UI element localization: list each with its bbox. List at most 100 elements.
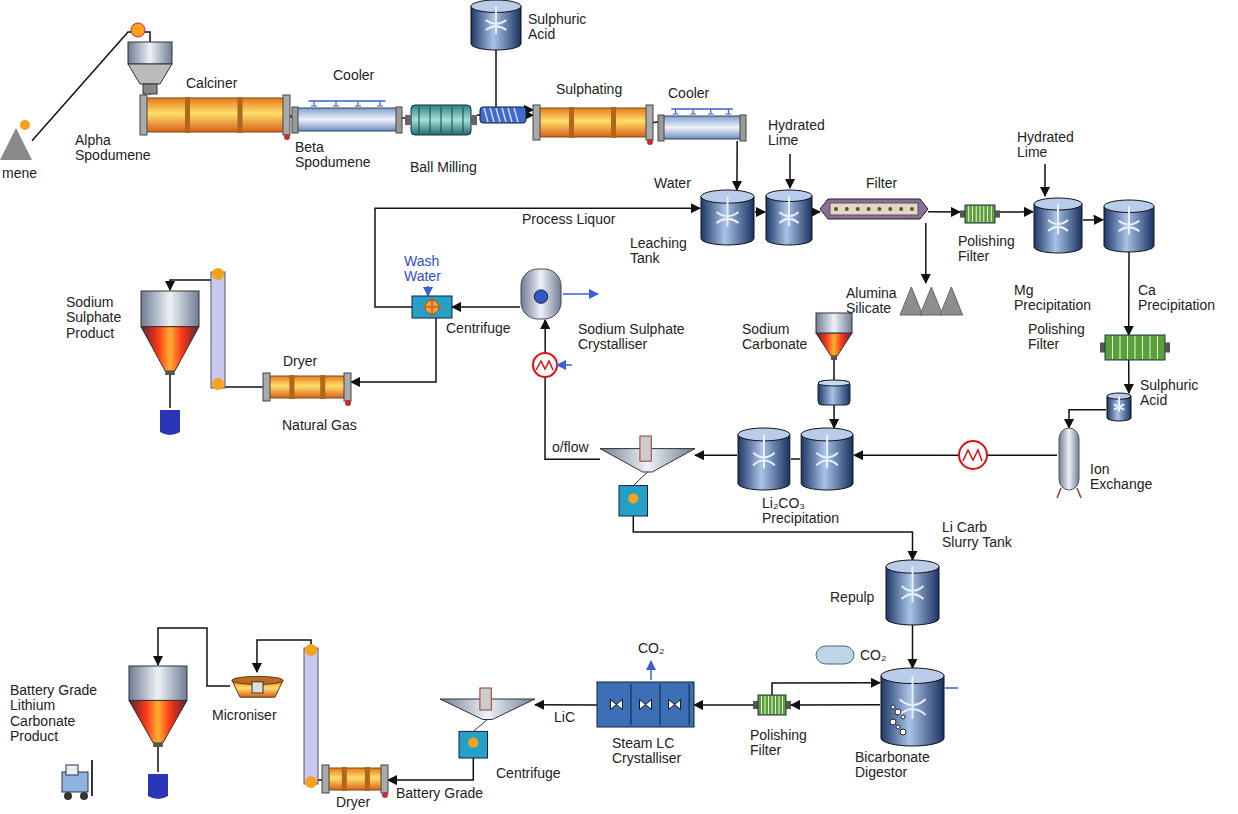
- equipment-icon: [533, 105, 653, 140]
- drawing-part: [533, 353, 557, 377]
- process-flow-line: [772, 683, 880, 695]
- drawing-part: [148, 774, 168, 799]
- equipment-label: Battery Grade Lithium Carbonate Product: [10, 683, 110, 745]
- process-flow-line: [813, 211, 820, 213]
- drawing-part: [738, 434, 790, 490]
- drawing-part: [753, 701, 758, 709]
- drawing-part: [965, 205, 995, 223]
- drawing-part: [779, 196, 798, 226]
- drawing-part: [212, 378, 224, 390]
- equipment-node: Alumina Silicate: [900, 283, 968, 315]
- drawing-part: [1135, 336, 1136, 359]
- drawing-part: [610, 700, 622, 710]
- drawing-part: [662, 116, 742, 139]
- equipment-label: Repulp: [830, 590, 880, 605]
- drawing-part: [0, 128, 32, 160]
- drawing-part: [708, 109, 714, 114]
- feed-arrow: [789, 154, 791, 188]
- drawing-part: [165, 371, 175, 375]
- drawing-part: [640, 436, 651, 461]
- drawing-part: [963, 450, 982, 461]
- equipment-node: DryerNatural Gas: [263, 373, 351, 401]
- drawing-part: [355, 101, 361, 106]
- equipment-icon: [597, 682, 694, 727]
- drawing-part: [263, 373, 270, 401]
- wash-arrow: [427, 286, 429, 296]
- drawing-part: [411, 105, 471, 135]
- drawing-part: [816, 646, 854, 664]
- equipment-node: Sulphuric Acid: [470, 0, 522, 50]
- equipment-node: Polishing Filter: [1100, 335, 1170, 360]
- drawing-part: [486, 6, 507, 33]
- process-flow-line: [912, 625, 914, 668]
- drawing-part: [660, 684, 661, 725]
- equipment-icon: [322, 765, 388, 793]
- equipment-icon: [263, 373, 351, 401]
- drawing-part: [484, 108, 518, 122]
- equipment-node: Ca Precipitation: [1103, 200, 1155, 252]
- equipment-label: Sodium Sulphate Product: [66, 295, 138, 341]
- process-flow-line: [695, 454, 737, 456]
- equipment-label: Calciner: [186, 76, 256, 91]
- drawing-part: [422, 297, 442, 317]
- drawing-part: [252, 682, 263, 693]
- drawing-part: [1142, 336, 1143, 359]
- equipment-label: CO₂: [638, 641, 668, 656]
- equipment-icon: [520, 268, 562, 320]
- drawing-part: [886, 567, 939, 625]
- drawing-part: [845, 207, 849, 211]
- drawing-part: [283, 95, 290, 135]
- vent-arrow: [650, 661, 652, 680]
- equipment-label: Sulphating: [556, 82, 646, 97]
- drawing-part: [877, 207, 881, 211]
- drawing-part: [597, 682, 694, 727]
- drawing-part: [972, 206, 973, 222]
- drawing-part: [867, 207, 871, 211]
- equipment-label: Ion Exchange: [1090, 462, 1160, 493]
- drawing-part: [153, 743, 163, 747]
- equipment-icon: [880, 668, 945, 746]
- equipment-label: Bicarbonate Digestor: [855, 750, 950, 781]
- drawing-part: [772, 696, 773, 714]
- drawing-part: [160, 410, 180, 435]
- equipment-node: Polishing Filter: [960, 205, 1000, 223]
- equipment-icon: [1100, 335, 1170, 360]
- equipment-label: Sulphuric Acid: [528, 12, 598, 43]
- drawing-part: [1048, 204, 1068, 234]
- process-flow-line: [653, 121, 658, 123]
- equipment-node: Battery Grade Lithium Carbonate Product: [128, 665, 188, 747]
- drawing-part: [396, 107, 402, 133]
- drawing-part: [64, 792, 72, 800]
- drawing-part: [473, 720, 487, 732]
- equipment-label: Dryer: [283, 354, 328, 369]
- process-flow-line: [928, 211, 960, 213]
- drawing-part: [1105, 335, 1165, 360]
- drawing-part: [557, 364, 572, 366]
- process-flow-line: [388, 758, 473, 780]
- stream-label: Process Liquor: [520, 212, 617, 227]
- feed-arrow: [1044, 164, 1046, 196]
- drawing-part: [689, 684, 690, 725]
- drawing-part: [899, 207, 903, 211]
- process-flow-line: [1128, 252, 1130, 335]
- equipment-node: CO₂Steam LC Crystalliser: [597, 682, 694, 727]
- equipment-node: WaterLeaching Tank: [700, 190, 755, 245]
- equipment-icon: [1033, 198, 1083, 253]
- equipment-node: Ion Exchange: [1057, 428, 1081, 498]
- drawing-part: [211, 272, 225, 388]
- drawing-part: [1165, 343, 1170, 353]
- equipment-label: Leaching Tank: [630, 236, 696, 267]
- equipment-label: o/flow: [552, 440, 600, 455]
- equipment-node: Bicarbonate Digestor: [880, 668, 945, 746]
- process-flow-line: [1083, 219, 1103, 221]
- drawing-part: [80, 792, 88, 800]
- equipment-node: CO₂: [815, 645, 855, 665]
- drawing-part: [536, 361, 553, 370]
- equipment-icon: [470, 0, 522, 50]
- equipment-icon: [815, 312, 853, 360]
- equipment-label: Centrifuge: [446, 321, 526, 336]
- equipment-node: Filter: [820, 195, 928, 223]
- stream-label: Battery Grade: [394, 786, 485, 801]
- equipment-label: Li₂CO₃ Precipitation: [762, 496, 862, 527]
- drawing-part: [902, 567, 924, 603]
